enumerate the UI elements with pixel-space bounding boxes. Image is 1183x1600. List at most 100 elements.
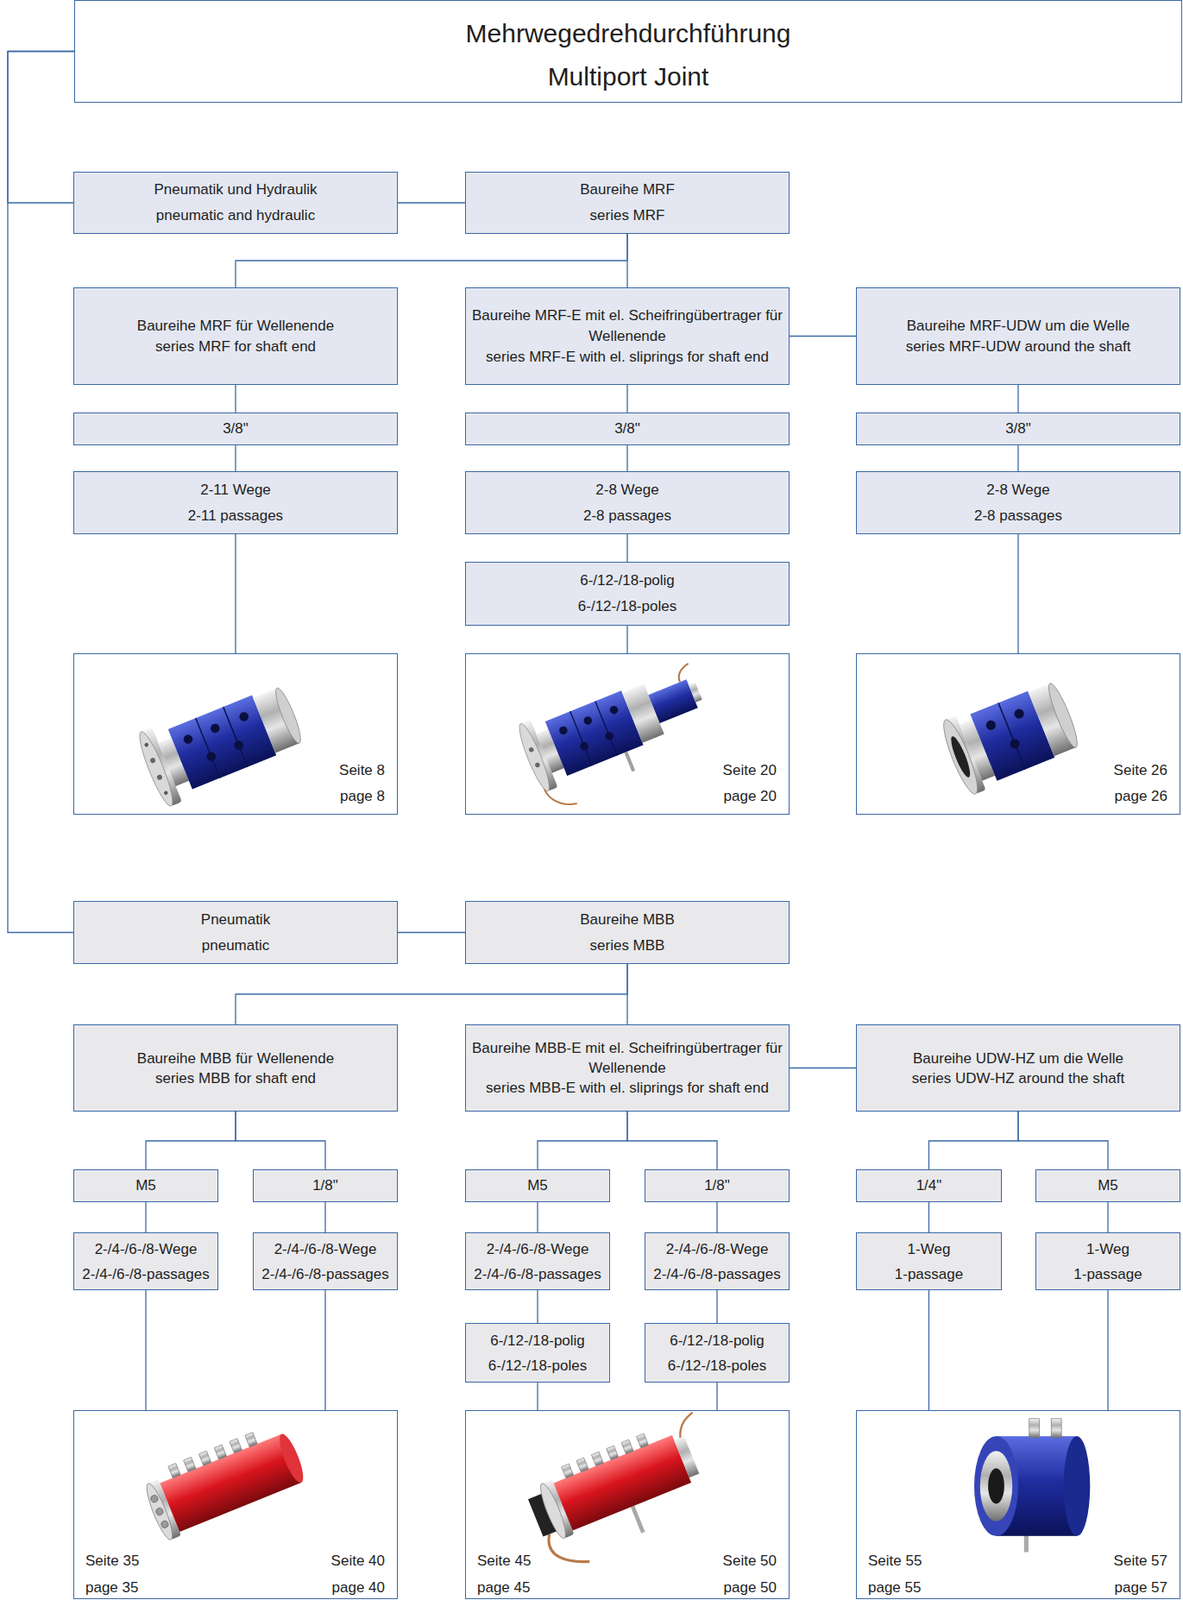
page-reference: page 8 bbox=[339, 786, 385, 806]
connector-line bbox=[536, 1382, 538, 1410]
illustration-part bbox=[1063, 1435, 1091, 1536]
connector-line bbox=[397, 201, 466, 203]
illustration-part bbox=[1024, 1534, 1029, 1552]
connector-line bbox=[7, 51, 75, 933]
connector-line bbox=[789, 1067, 856, 1069]
illustration-part bbox=[632, 1505, 643, 1532]
box-label: Baureihe MRF für Wellenende bbox=[137, 315, 334, 337]
box-label: series MBB-E with el. sliprings for shaf… bbox=[485, 1077, 769, 1098]
box-label: 6-/12-/18-poles bbox=[667, 1352, 767, 1379]
illustration-part bbox=[606, 1445, 619, 1460]
passages-box: 1-Weg1-passage bbox=[1035, 1232, 1181, 1290]
box-label: 6-/12-/18-poles bbox=[578, 593, 677, 620]
box-label: series UDW-HZ around the shaft bbox=[912, 1068, 1125, 1089]
box-label: 1/4" bbox=[916, 1172, 943, 1199]
page-reference: page 45 bbox=[477, 1578, 530, 1598]
illustration-part bbox=[1044, 680, 1082, 750]
variant-box: Baureihe MRF-E mit el. Scheifringübertra… bbox=[465, 287, 790, 385]
illustration-part bbox=[673, 1435, 699, 1478]
passages-box: 2-/4-/6-/8-Wege2-/4-/6-/8-passages bbox=[465, 1232, 611, 1290]
box-label: 2-11 passages bbox=[188, 503, 284, 529]
mrf-udw-joint bbox=[937, 675, 1084, 797]
page-reference: page 20 bbox=[723, 786, 777, 806]
box-label: 3/8" bbox=[222, 415, 249, 442]
connector-line bbox=[235, 963, 628, 1025]
connector-line bbox=[536, 1201, 538, 1233]
page-reference: page 35 bbox=[85, 1578, 139, 1598]
illustration-part bbox=[625, 751, 634, 771]
poles-box: 6-/12-/18-polig6-/12-/18-poles bbox=[465, 561, 790, 626]
box-label: series MRF for shaft end bbox=[155, 336, 316, 358]
connector-line bbox=[234, 534, 236, 654]
page-reference: Seite 55 bbox=[868, 1551, 922, 1571]
thread-size-box: 1/4" bbox=[855, 1169, 1002, 1202]
thread-size-box: M5 bbox=[465, 1169, 611, 1202]
page-reference: Seite 57 bbox=[1113, 1551, 1168, 1571]
box-label: Pneumatik bbox=[201, 906, 271, 933]
illustration-part bbox=[160, 1519, 170, 1529]
box-label: 2-8 passages bbox=[583, 503, 672, 529]
connector-line bbox=[1107, 1201, 1108, 1233]
box-label: 1-passage bbox=[894, 1261, 963, 1287]
thread-size-box: M5 bbox=[1035, 1169, 1181, 1202]
illustration-part bbox=[238, 711, 251, 724]
illustration-part bbox=[998, 702, 1026, 769]
box-label: series MBB for shaft end bbox=[155, 1068, 316, 1089]
illustration-part bbox=[155, 1506, 164, 1516]
box-label: Baureihe MRF-UDW um die Welle bbox=[906, 315, 1131, 337]
connector-line bbox=[1018, 1111, 1108, 1170]
box-label: Baureihe MRF-E mit el. Scheifringübertra… bbox=[471, 305, 784, 347]
illustration-part bbox=[673, 1412, 700, 1438]
connector-line bbox=[144, 1201, 146, 1233]
connector-line bbox=[7, 51, 75, 204]
illustration-part bbox=[156, 773, 164, 781]
thread-size-box: M5 bbox=[73, 1169, 219, 1202]
title-text: Mehrwegedrehdurchführung bbox=[465, 12, 792, 56]
illustration-part bbox=[149, 756, 157, 764]
box-label: 6-/12-/18-poles bbox=[488, 1352, 587, 1379]
illustration-part bbox=[608, 704, 619, 716]
connector-line bbox=[1017, 534, 1019, 654]
illustration-part bbox=[163, 790, 169, 796]
page-reference: Seite 8 bbox=[339, 761, 385, 781]
connector-line bbox=[144, 1289, 146, 1410]
connector-line bbox=[324, 1201, 326, 1233]
product-image-box: Seite 45page 45Seite 50page 50 bbox=[465, 1409, 790, 1599]
connector-line bbox=[626, 445, 628, 472]
illustration-part bbox=[987, 1468, 1005, 1504]
illustration-part bbox=[198, 1450, 211, 1466]
box-label: 6-/12-/18-polig bbox=[579, 567, 675, 594]
thread-size-box: 1/8" bbox=[644, 1169, 790, 1202]
product-image-box: Seite 26page 26 bbox=[855, 653, 1181, 815]
illustration-part bbox=[553, 1434, 692, 1530]
box-label: M5 bbox=[527, 1172, 548, 1199]
box-label: series MRF-UDW around the shaft bbox=[906, 336, 1132, 358]
connector-line bbox=[537, 1111, 628, 1170]
box-label: M5 bbox=[1097, 1172, 1119, 1199]
connector-line bbox=[626, 963, 628, 1025]
box-label: 1-Weg bbox=[907, 1236, 951, 1262]
box-label: Pneumatik und Hydraulik bbox=[154, 176, 318, 203]
category-box: Pneumatikpneumatic bbox=[73, 900, 398, 964]
illustration-part bbox=[635, 1433, 649, 1448]
passages-box: 2-11 Wege2-11 passages bbox=[73, 471, 398, 535]
box-label: series MRF bbox=[590, 202, 666, 229]
variant-box: Baureihe MRF für Wellenendeseries MRF fo… bbox=[73, 287, 398, 385]
box-label: 3/8" bbox=[1005, 415, 1032, 442]
passages-box: 2-/4-/6-/8-Wege2-/4-/6-/8-passages bbox=[252, 1232, 398, 1290]
box-label: 2-8 passages bbox=[974, 503, 1063, 529]
box-label: 1/8" bbox=[312, 1172, 339, 1199]
illustration-part bbox=[1050, 1418, 1062, 1438]
connector-line bbox=[626, 384, 628, 413]
box-label: series MBB bbox=[590, 932, 666, 959]
passages-box: 2-8 Wege2-8 passages bbox=[855, 471, 1181, 535]
page-reference: page 26 bbox=[1114, 786, 1168, 806]
thread-size-box: 3/8" bbox=[855, 412, 1181, 446]
illustration-part bbox=[984, 718, 998, 732]
box-label: Baureihe MBB-E mit el. Scheifringübertra… bbox=[471, 1038, 784, 1078]
connector-line bbox=[324, 1289, 326, 1410]
poles-box: 6-/12-/18-polig6-/12-/18-poles bbox=[644, 1322, 790, 1383]
page-reference: page 57 bbox=[1114, 1578, 1168, 1598]
illustration-part bbox=[591, 1451, 604, 1467]
connector-line bbox=[234, 445, 236, 472]
